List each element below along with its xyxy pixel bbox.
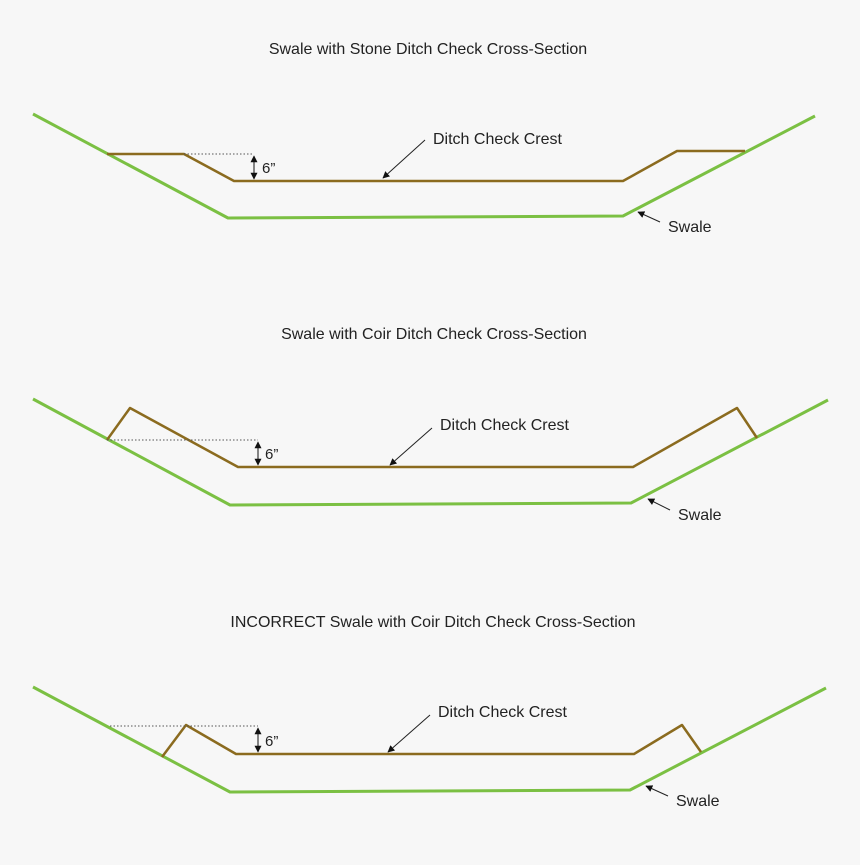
panel-title: Swale with Stone Ditch Check Cross-Secti… bbox=[269, 41, 587, 58]
dimension-label: 6” bbox=[265, 733, 278, 750]
panel-coir-ditch-check: Swale with Coir Ditch Check Cross-Sectio… bbox=[32, 326, 829, 524]
swale-line bbox=[32, 112, 816, 220]
dimension-label: 6” bbox=[265, 446, 278, 463]
crest-leader-arrow bbox=[387, 714, 431, 753]
dimension-label: 6” bbox=[262, 160, 275, 177]
ditch-check-outline bbox=[105, 406, 759, 469]
panel-incorrect-coir-ditch-check: INCORRECT Swale with Coir Ditch Check Cr… bbox=[32, 614, 827, 810]
panel-title: Swale with Coir Ditch Check Cross-Sectio… bbox=[281, 326, 587, 343]
crest-label: Ditch Check Crest bbox=[440, 417, 569, 434]
swale-leader-arrow bbox=[645, 785, 669, 797]
panel-stone-ditch-check: Swale with Stone Ditch Check Cross-Secti… bbox=[32, 41, 816, 236]
swale-label: Swale bbox=[678, 507, 722, 524]
crest-leader-arrow bbox=[382, 139, 426, 179]
swale-label: Swale bbox=[676, 793, 720, 810]
crest-label: Ditch Check Crest bbox=[433, 131, 562, 148]
swale-leader-arrow bbox=[647, 498, 671, 511]
swale-leader-arrow bbox=[637, 211, 661, 223]
ditch-check-outline bbox=[107, 149, 745, 183]
swale-line bbox=[32, 397, 829, 507]
swale-line bbox=[32, 685, 827, 794]
panel-title: INCORRECT Swale with Coir Ditch Check Cr… bbox=[230, 614, 635, 631]
crest-label: Ditch Check Crest bbox=[438, 704, 567, 721]
ditch-check-outline bbox=[161, 723, 703, 758]
swale-label: Swale bbox=[668, 219, 712, 236]
crest-leader-arrow bbox=[389, 427, 433, 466]
